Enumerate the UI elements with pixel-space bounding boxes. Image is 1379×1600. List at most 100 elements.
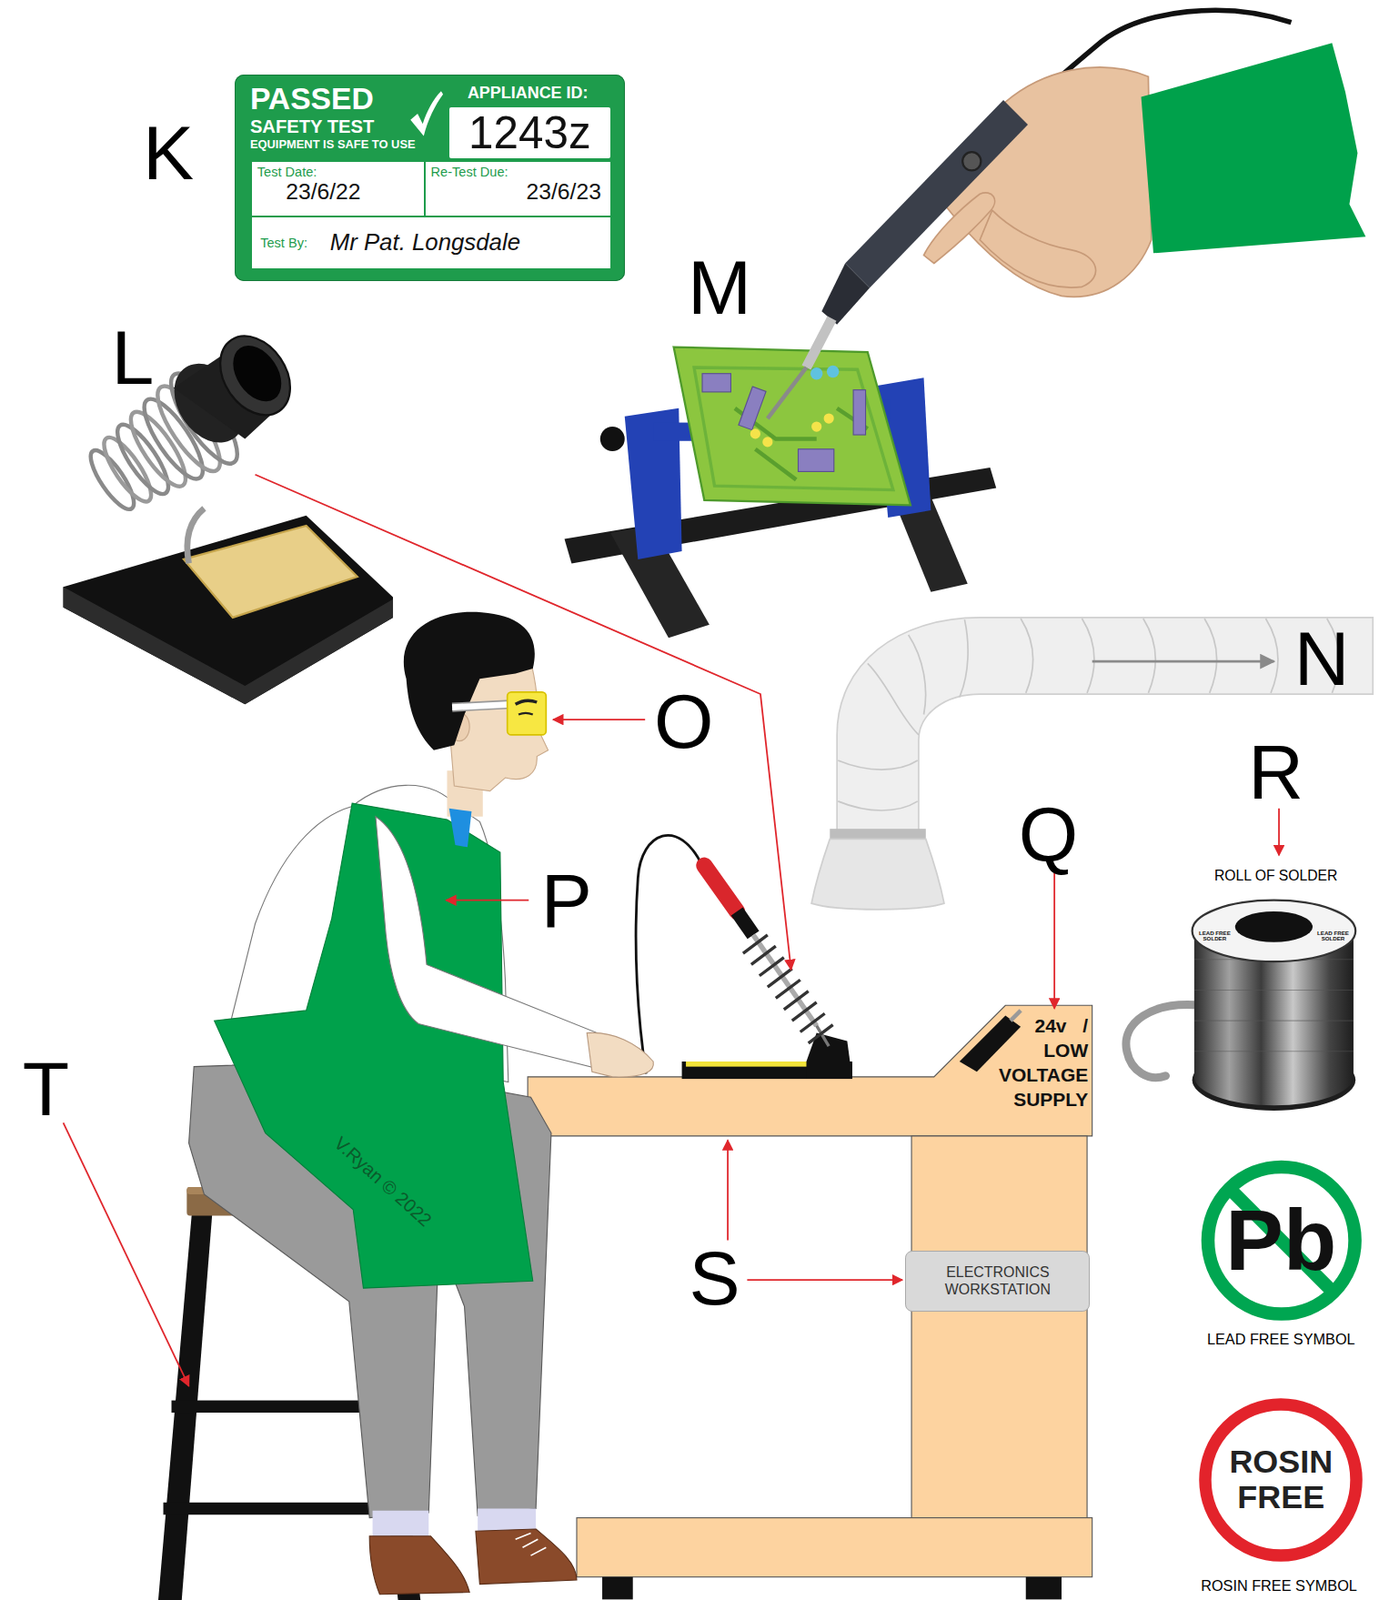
date-value: 23/6/22 <box>285 179 361 205</box>
callout-letter: N <box>1294 620 1350 697</box>
person <box>477 1509 536 1532</box>
soldering-station <box>704 865 737 912</box>
soldering-station <box>743 935 834 1044</box>
safety-test-text: SAFETY TEST <box>250 117 374 137</box>
plate-text: ELECTRONICS WORKSTATION <box>905 1263 1089 1299</box>
callout-letter-anchor: O <box>654 683 714 760</box>
pcb-holder <box>762 436 773 447</box>
reel-label-text-anchor: LEAD FREE SOLDER <box>1315 930 1350 943</box>
hand-soldering-iron <box>979 210 1096 288</box>
pcb-holder <box>750 428 761 439</box>
person <box>586 1032 654 1078</box>
stool <box>171 1400 387 1413</box>
callout-letter: T <box>22 1050 70 1128</box>
callout-letter-anchor: K <box>142 114 194 192</box>
soldering-station <box>635 835 703 1074</box>
callout-letter-anchor: S <box>688 1239 740 1317</box>
symbol-caption: ROSIN FREE SYMBOL <box>1200 1578 1358 1593</box>
leader-line <box>1278 808 1280 856</box>
symbol-caption-anchor: ROSIN FREE SYMBOL <box>1200 1578 1358 1593</box>
callout-letter-anchor: L <box>110 319 154 396</box>
soldering-stand <box>222 336 292 411</box>
soldering-stand <box>205 322 305 429</box>
person <box>369 1536 470 1595</box>
person <box>449 808 473 848</box>
person <box>518 713 534 715</box>
safety-label: PASSEDSAFETY TESTEQUIPMENT IS SAFE TO US… <box>234 74 625 282</box>
person <box>372 1510 430 1537</box>
tester-name: Mr Pat. Longsdale <box>330 229 521 257</box>
workbench <box>527 1005 1093 1600</box>
tested-by-cell: Test By:Mr Pat. Longsdale <box>251 217 611 269</box>
passed-text: PASSED <box>250 83 374 115</box>
callout-letter-anchor: Q <box>1018 795 1078 873</box>
pcb-holder <box>810 367 823 380</box>
workbench <box>959 1016 1021 1073</box>
appliance-id-box: APPLIANCE ID:1243z <box>449 107 611 159</box>
soldering-stand <box>63 515 393 705</box>
illustration <box>63 10 1374 1600</box>
person <box>507 692 547 735</box>
hand-soldering-iron <box>944 67 1152 297</box>
solder-reel <box>1235 911 1313 943</box>
lead-free-ring <box>1207 1167 1355 1315</box>
pcb-holder <box>811 421 822 432</box>
test-date-cell: Test Date:23/6/22 <box>251 161 424 215</box>
rosin-free-symbol: ROSIN FREE <box>1197 1396 1365 1564</box>
soldering-stand <box>187 508 205 564</box>
workbench <box>576 1518 1093 1578</box>
solder-reel <box>1194 959 1354 1052</box>
person <box>475 1529 577 1585</box>
solder-reel <box>1126 1004 1203 1078</box>
leader-line <box>553 718 645 721</box>
callout-letter: O <box>654 683 714 760</box>
leader-line <box>746 1278 903 1281</box>
check-mark <box>408 89 443 139</box>
person <box>375 816 603 1070</box>
workbench <box>911 1136 1088 1521</box>
supply-text-anchor: 24v / LOW VOLTAGE SUPPLY <box>987 1014 1088 1112</box>
fume-extractor-duct <box>837 618 1339 811</box>
pcb-holder <box>564 347 997 639</box>
symbol-text: Pb <box>1225 1197 1337 1284</box>
callout-letter: R <box>1248 734 1304 811</box>
workbench <box>1010 1010 1021 1021</box>
person <box>189 612 655 1595</box>
soldering-station <box>753 935 817 1027</box>
lead-free-symbol: Pb <box>1199 1158 1364 1323</box>
cell-heading: Test Date: <box>257 164 318 181</box>
fume-extractor-duct <box>811 617 1373 910</box>
person <box>515 700 538 705</box>
supply-text: 24v / LOW VOLTAGE SUPPLY <box>987 1014 1088 1112</box>
hand-soldering-iron <box>767 367 807 419</box>
pcb-holder <box>826 365 839 378</box>
callout-letter: S <box>688 1239 740 1317</box>
person <box>452 704 511 707</box>
workbench <box>602 1577 634 1600</box>
leader-line <box>63 1122 190 1387</box>
cell-heading: Re-Test Due: <box>431 164 509 181</box>
pcb-holder <box>674 347 911 506</box>
pcb-holder <box>600 426 625 452</box>
soldering-station <box>685 1061 809 1067</box>
pcb-holder <box>694 367 894 491</box>
callout-letter: Q <box>1018 795 1078 873</box>
fume-extractor-duct <box>836 617 1373 833</box>
hand-soldering-iron <box>821 263 870 325</box>
workstation-plate: ELECTRONICS WORKSTATION <box>905 1250 1090 1312</box>
reel-label-text: LEAD FREE SOLDER <box>1315 930 1350 943</box>
reel-label-text: LEAD FREE SOLDER <box>1197 930 1232 943</box>
soldering-station <box>635 835 853 1079</box>
person <box>515 1532 547 1556</box>
leader-line <box>63 474 1279 1387</box>
callout-letter: L <box>110 319 154 396</box>
pcb-holder <box>702 373 731 393</box>
callout-letter-anchor: M <box>687 249 752 326</box>
rosin-free-ring <box>1205 1404 1357 1556</box>
pcb-holder <box>853 390 866 435</box>
callout-letter-anchor: P <box>541 862 593 939</box>
fume-extractor-duct <box>811 838 945 909</box>
appliance-id-number: 1243z <box>468 109 592 157</box>
retest-date-cell: Re-Test Due:23/6/23 <box>425 161 611 215</box>
